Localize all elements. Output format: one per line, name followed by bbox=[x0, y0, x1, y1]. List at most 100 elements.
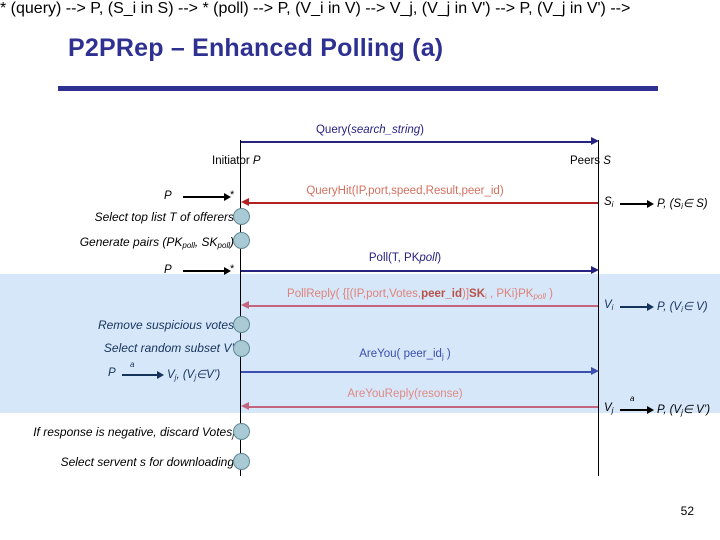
relation-p-vj-to-sub2: j bbox=[194, 373, 197, 382]
message-label-poll-reply-arg2: poll bbox=[533, 292, 546, 301]
message-label-are-you-sub: j bbox=[441, 352, 444, 361]
column-header-initiator: Initiator P bbox=[212, 155, 261, 167]
message-arrow-are-you-reply bbox=[248, 406, 598, 408]
note-generate-pairs-sub1: poll bbox=[182, 241, 195, 250]
relation-vi-p-from-sub: i bbox=[611, 303, 614, 312]
arrowhead-poll-reply bbox=[241, 301, 249, 309]
relation-si-p-from: S bbox=[604, 196, 612, 208]
relation-p-star-poll-from: P bbox=[164, 264, 172, 276]
relation-p-vj-to-sub: j bbox=[174, 373, 177, 382]
message-label-query-arg: search_string bbox=[351, 124, 421, 136]
relation-vj-p-from: V bbox=[604, 402, 612, 414]
relation-si-p-to-tail: ∈ S) bbox=[682, 198, 708, 210]
highlight-band bbox=[0, 274, 720, 413]
message-arrow-are-you bbox=[241, 371, 591, 373]
relation-p-vj-shaft bbox=[122, 374, 158, 376]
arrowhead-are-you bbox=[591, 367, 599, 375]
note-generate-pairs-sub2: poll bbox=[217, 241, 230, 250]
column-header-initiator-actor: P bbox=[252, 155, 261, 167]
relation-p-star-poll-head bbox=[224, 267, 231, 275]
message-label-query-tail: ) bbox=[420, 124, 425, 136]
note-generate-pairs-c: ) bbox=[230, 235, 234, 249]
message-label-poll-head: Poll(T, PK bbox=[368, 252, 420, 264]
message-label-query: Query(search_string) bbox=[316, 124, 424, 136]
relation-si-p-to-label: P, (S bbox=[657, 198, 682, 210]
relation-vj-p-from-sub: j bbox=[611, 406, 614, 415]
relation-vj-p-arrowhead bbox=[647, 406, 654, 414]
relation-p-vj-to-tail: , (V bbox=[176, 369, 195, 381]
message-label-poll-reply-sub2: i bbox=[485, 292, 487, 301]
relation-p-star-query-shaft bbox=[183, 196, 225, 198]
message-label-are-you-head: AreYou( peer_id bbox=[359, 348, 442, 360]
message-label-poll-reply-c: , PKi}PK bbox=[486, 288, 534, 300]
column-header-initiator-label: Initiator bbox=[212, 155, 253, 167]
column-header-peers: Peers S bbox=[570, 155, 611, 167]
note-random-subset: Select random subset V’ bbox=[103, 341, 234, 355]
note-generate-pairs-a: Generate pairs (PK bbox=[79, 235, 183, 249]
relation-si-p-to-sub: i bbox=[681, 202, 683, 211]
message-label-are-you-reply: AreYouReply(resonse) bbox=[347, 388, 463, 400]
message-label-poll-reply-bold2: SK bbox=[469, 288, 486, 300]
relation-p-vj-arrowhead bbox=[157, 371, 164, 379]
message-label-query-head: Query( bbox=[315, 124, 352, 136]
relation-p-star-query-to: * bbox=[230, 189, 235, 201]
relation-vj-p-to-sub: j bbox=[681, 408, 683, 417]
relation-p-vj-from: P bbox=[108, 367, 116, 379]
page-title: P2PRep – Enhanced Polling (a) bbox=[68, 34, 444, 62]
relation-vi-p: Vi bbox=[604, 299, 613, 312]
relation-si-p-from-sub: i bbox=[611, 200, 614, 209]
activity-marker bbox=[233, 208, 250, 225]
column-header-peers-actor: S bbox=[603, 155, 611, 167]
relation-si-p-arrowhead bbox=[647, 200, 654, 208]
activity-marker bbox=[233, 423, 250, 440]
note-generate-pairs-b: , SK bbox=[194, 235, 218, 249]
note-select-top-list: Select top list T of offerers bbox=[94, 210, 234, 224]
message-label-poll-tail: ) bbox=[437, 252, 442, 264]
relation-p-star-query-head bbox=[224, 193, 231, 201]
relation-vj-p-to: P, (Vj∈ V’) bbox=[657, 402, 710, 417]
title-underline-rule bbox=[58, 86, 658, 91]
relation-vi-p-arrowhead bbox=[647, 303, 654, 311]
arrowhead-are-you-reply bbox=[241, 402, 249, 410]
relation-vi-p-shaft bbox=[620, 306, 648, 308]
message-label-query-hit: QueryHit(IP,port,speed,Result,peer_id) bbox=[306, 185, 504, 197]
relation-si-p: Si bbox=[604, 196, 613, 209]
page-number: 52 bbox=[680, 504, 694, 518]
relation-p-vj-to-tail2: ∈V’) bbox=[196, 369, 221, 381]
message-label-poll-reply-b: )] bbox=[462, 288, 470, 300]
message-arrow-query bbox=[241, 141, 591, 143]
lifeline-initiator bbox=[240, 140, 241, 476]
relation-vj-p-to-tail: ∈ V’) bbox=[682, 404, 711, 416]
relation-vj-p: Vj bbox=[604, 402, 613, 415]
relation-p-vj-to-label: V bbox=[167, 369, 175, 381]
note-discard-votes: If response is negative, discard Votesj bbox=[33, 425, 234, 440]
arrowhead-query bbox=[591, 137, 599, 145]
activity-marker bbox=[233, 232, 250, 249]
relation-p-vj-over: a bbox=[130, 360, 135, 369]
relation-p-vj-to: Vj, (Vj∈V’) bbox=[167, 367, 220, 382]
activity-marker bbox=[233, 453, 250, 470]
relation-vj-p-shaft bbox=[620, 409, 648, 411]
relation-vi-p-to: P, (Vi∈ V) bbox=[657, 299, 708, 314]
relation-vj-p-over: a bbox=[630, 394, 635, 403]
activity-marker bbox=[233, 340, 250, 357]
message-label-poll-reply: PollReply( {[(IP,port,Votes,peer_id)]SKi… bbox=[287, 288, 553, 301]
column-header-peers-label: Peers bbox=[570, 155, 604, 167]
note-select-servent: Select servent s for downloading bbox=[60, 455, 234, 469]
message-arrow-poll-reply bbox=[248, 305, 598, 307]
message-arrow-poll bbox=[241, 270, 591, 272]
message-label-poll-reply-bold: peer_id bbox=[421, 288, 462, 300]
relation-p-star-query-from: P bbox=[164, 190, 172, 202]
message-label-poll-reply-tail: ) bbox=[545, 288, 553, 300]
relation-vi-p-to-sub: i bbox=[681, 305, 683, 314]
relation-si-p-to: P, (Si∈ S) bbox=[657, 196, 708, 211]
activity-marker bbox=[233, 316, 250, 333]
lifeline-peers bbox=[598, 140, 599, 476]
note-discard-votes-label: If response is negative, discard Votes bbox=[33, 425, 233, 439]
relation-vi-p-to-tail: ∈ V) bbox=[682, 301, 708, 313]
note-generate-pairs: Generate pairs (PKpoll, SKpoll) bbox=[80, 235, 234, 250]
note-remove-votes: Remove suspicious votes bbox=[97, 318, 234, 332]
relation-si-p-shaft bbox=[620, 203, 648, 205]
message-arrow-query-hit bbox=[248, 202, 598, 204]
